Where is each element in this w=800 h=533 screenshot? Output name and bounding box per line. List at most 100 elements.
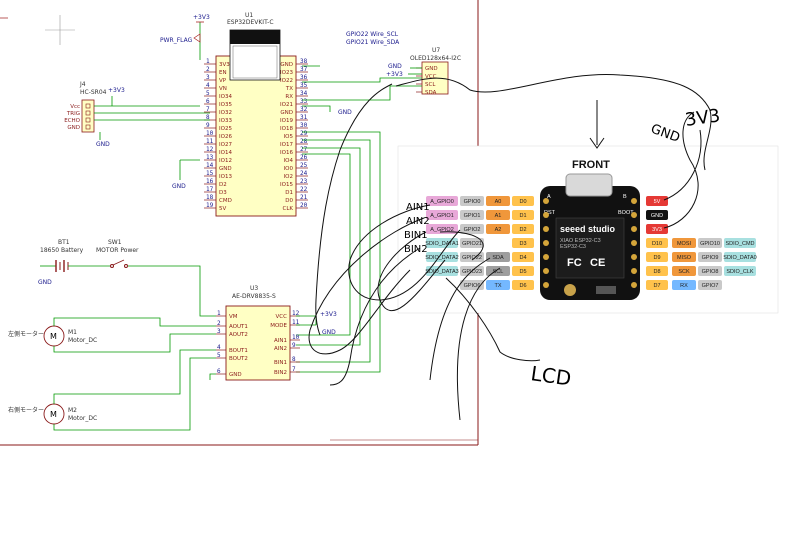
board-pin-tag-label: D6 [519,283,526,289]
u1-pin-name: D3 [219,190,227,196]
board-pin-tag-label: SDIO_DATA1 [425,241,458,247]
board-pin-tag-label: GPIO22 [462,255,482,261]
board-pin-tag [512,280,534,290]
u3-pin-number: 6 [217,368,221,375]
board-pin-tag [486,252,510,262]
boot-label: BOOT [618,210,634,216]
u1-pin-number: 25 [300,162,308,169]
u1-pin-name: IO0 [284,166,294,172]
board-pin-tag [672,252,696,262]
u3-pin-name: AOUT1 [229,324,248,330]
board-pin-tag [672,266,696,276]
u1-pin-number: 13 [206,154,214,161]
board-pin-tag [724,252,756,262]
board-pin-tag-label: RX [680,283,688,289]
fcc-mark: FC [567,257,582,269]
j4-ref: J4 [79,81,86,88]
hw-bin1: BIN1 [404,230,428,241]
m1-label: 左側モーター [8,330,44,338]
u1-pin-name: IO19 [280,118,293,124]
board-pin-tag-label: A_GPIO1 [430,213,454,219]
board-pin-tag-label: A_GPIO0 [430,199,454,205]
u1-pin-name: IO14 [219,150,232,156]
board-pin-tag [724,238,756,248]
board-pin-tag [460,238,484,248]
u1-pin-name: VN [219,86,227,92]
board-pin-tag-label: GND [651,213,663,219]
board-pad [631,240,637,246]
board-pin-tag [698,238,722,248]
u1-right-pins: 38GND37IO2336IO2235TX34RX33IO2132GND31IO… [280,58,308,212]
board-pin-tag-label: D10 [652,241,662,247]
u1-pin-name: D2 [219,182,227,188]
board-pin-tag [512,224,534,234]
bt1-gnd-label: GND [38,279,52,286]
xiao-board-image: FRONT A B RST BOOT seeed studio XIAO ESP… [397,145,779,314]
u3-pin-name: BOUT2 [229,356,248,362]
handwritten-wires [308,73,712,421]
u1-pin-number: 30 [300,122,308,129]
board-pad [631,268,637,274]
u1-pin-number: 28 [300,138,308,145]
board-pin-tag [460,224,484,234]
board-pin-tag-label: GPIO7 [702,283,719,289]
board-pin-tag-label: TX [494,283,501,289]
u7-pin-name: SCL [425,82,436,88]
u7-pwr-label: +3V3 [386,71,403,78]
board-pin-tag [698,252,722,262]
board-pin-tag [486,210,510,220]
antenna-pad [564,284,576,296]
u1-pin-name: IO33 [219,118,232,124]
board-pad [543,198,549,204]
u1-pin-name: IO26 [219,134,232,140]
board-pin-tag [646,238,668,248]
board-pad [543,254,549,260]
board-pin-tag [672,238,696,248]
board-pin-tag [512,252,534,262]
board-pin-tag [460,280,484,290]
u7-pin-name: SDA [425,90,437,96]
board-pin-tag-label: GPIO1 [464,213,481,219]
u1-pin-number: 26 [300,154,308,161]
board-pin-tag-label: A_GPIO2 [430,227,454,233]
u3-pin-number: 9 [292,342,296,349]
power-3v3-label: +3V3 [193,14,210,21]
front-arrow [589,100,605,149]
j4-pwr-label: +3V3 [108,87,125,94]
hw-bin2: BIN2 [404,244,428,255]
u3-gnd-label: GND [322,329,336,336]
u3-pin-number: 1 [217,310,221,317]
u7-value: OLED128x64-I2C [410,55,461,62]
u1-ref: U1 [245,12,253,19]
u1-pin-number: 17 [206,186,214,193]
hw-3v3: 3V3 [684,105,722,131]
u1-pin-name: IO18 [280,126,293,132]
u1-pin-number: 38 [300,58,308,65]
board-pin-tag-label: GPIO23 [462,269,482,275]
board-pin-tag-label: GPIO0 [464,199,481,205]
board-pin-tag-label: MISO [677,255,692,261]
u1-pin-number: 6 [206,98,210,105]
u1-pin-number: 4 [206,82,210,89]
u1-pin-name: IO15 [280,182,293,188]
m2-ref: M2 [68,407,77,414]
u1-pin-number: 32 [300,106,308,113]
svg-text:M: M [50,410,57,419]
bt1-value: 18650 Battery [40,247,84,254]
u3-pin-number: 10 [292,334,300,341]
sw1-ref: SW1 [108,239,122,246]
u1-pin-number: 10 [206,130,214,137]
u1-pin-number: 19 [206,202,214,209]
m2-value: Motor_DC [68,415,97,422]
u3-pin-number: 8 [292,356,296,363]
u1-pin-name: 5V [219,206,226,212]
u3-pin-number: 7 [292,366,296,373]
u1-pin-number: 16 [206,178,214,185]
u1-pin-name: D0 [285,198,293,204]
u1-pin-name: GND [280,110,293,116]
